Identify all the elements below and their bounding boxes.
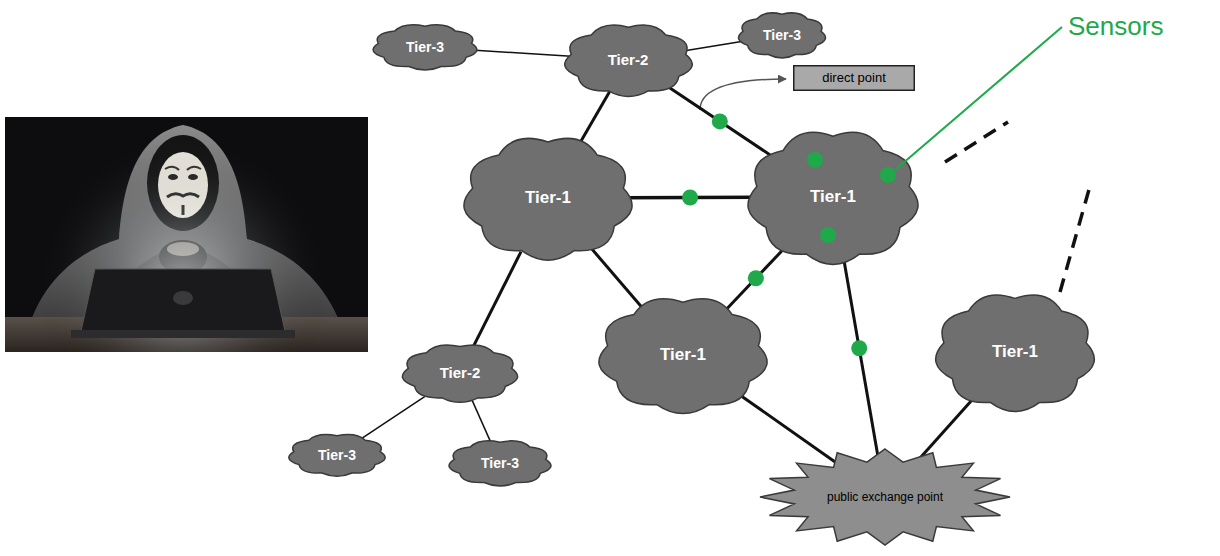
sensor-dot bbox=[820, 227, 836, 243]
tier1-cloud: Tier-1 bbox=[931, 285, 1099, 419]
network-link bbox=[471, 50, 571, 56]
cloud-label: Tier-3 bbox=[481, 455, 519, 472]
box-shape bbox=[794, 66, 915, 91]
cloud-label: Tier-2 bbox=[440, 364, 481, 382]
network-link bbox=[683, 41, 744, 51]
network-link bbox=[918, 397, 974, 459]
laptop-base bbox=[71, 330, 295, 338]
leader-line bbox=[895, 27, 1062, 170]
network-link bbox=[589, 246, 643, 309]
cloud-shape bbox=[449, 441, 551, 486]
cloud-label: Tier-3 bbox=[318, 447, 356, 464]
cloud-shape bbox=[464, 138, 632, 260]
dashed-link bbox=[945, 122, 1008, 162]
network-link bbox=[361, 394, 428, 438]
cloud-shape bbox=[599, 299, 767, 414]
sensor-dot bbox=[682, 190, 698, 206]
laptop-lid bbox=[81, 269, 285, 331]
network-link bbox=[473, 252, 521, 347]
cloud-label: Tier-1 bbox=[525, 188, 571, 208]
tier2-cloud: Tier-2 bbox=[561, 19, 696, 101]
network-link bbox=[726, 246, 787, 310]
network-link bbox=[666, 85, 774, 157]
cloud-label: Tier-1 bbox=[660, 345, 706, 365]
callout-text: direct point bbox=[822, 70, 886, 86]
exchange-burst: public exchange point bbox=[760, 449, 1010, 545]
sensor-label: Sensors bbox=[1068, 12, 1163, 42]
callout-box: direct point bbox=[793, 65, 915, 91]
tier3-cloud: Tier-3 bbox=[736, 9, 828, 61]
cloud-shape bbox=[564, 25, 692, 96]
cloud-shape bbox=[373, 25, 477, 70]
cloud-label: Tier-2 bbox=[608, 51, 649, 69]
tier2-cloud: Tier-2 bbox=[399, 340, 521, 406]
tier1-cloud: Tier-1 bbox=[594, 289, 772, 421]
cloud-shape bbox=[748, 132, 918, 264]
sensor-dot bbox=[851, 340, 867, 356]
photo-background bbox=[5, 117, 368, 352]
network-link bbox=[737, 393, 836, 462]
cloud-shape bbox=[739, 13, 826, 58]
hacker-photo bbox=[5, 117, 368, 352]
cloud-label: Tier-1 bbox=[992, 342, 1038, 362]
screen-glow bbox=[5, 117, 368, 352]
network-link bbox=[844, 259, 878, 458]
sensor-dot bbox=[807, 152, 823, 168]
cloud-shape bbox=[402, 345, 517, 402]
tier3-cloud: Tier-3 bbox=[446, 437, 554, 489]
tier1-cloud: Tier-1 bbox=[459, 128, 637, 268]
sensor-dot bbox=[880, 167, 896, 183]
tier1-cloud: Tier-1 bbox=[743, 121, 923, 273]
exchange-label: public exchange point bbox=[827, 490, 943, 504]
network-link bbox=[472, 399, 491, 442]
callout-arrow bbox=[700, 79, 786, 110]
cloud-label: Tier-3 bbox=[763, 27, 801, 44]
cloud-label: Tier-3 bbox=[406, 39, 444, 56]
tier3-cloud: Tier-3 bbox=[286, 431, 388, 479]
sensor-dot bbox=[712, 113, 728, 129]
burst-shape bbox=[760, 449, 1010, 545]
network-link bbox=[578, 92, 609, 146]
cloud-shape bbox=[936, 295, 1095, 412]
sensor-dot bbox=[748, 270, 764, 286]
cloud-label: Tier-1 bbox=[810, 187, 856, 207]
laptop-logo bbox=[173, 291, 193, 305]
cloud-shape bbox=[289, 435, 385, 477]
dashed-link bbox=[1060, 186, 1090, 292]
connectors bbox=[361, 41, 974, 462]
tier3-cloud: Tier-3 bbox=[370, 21, 480, 73]
